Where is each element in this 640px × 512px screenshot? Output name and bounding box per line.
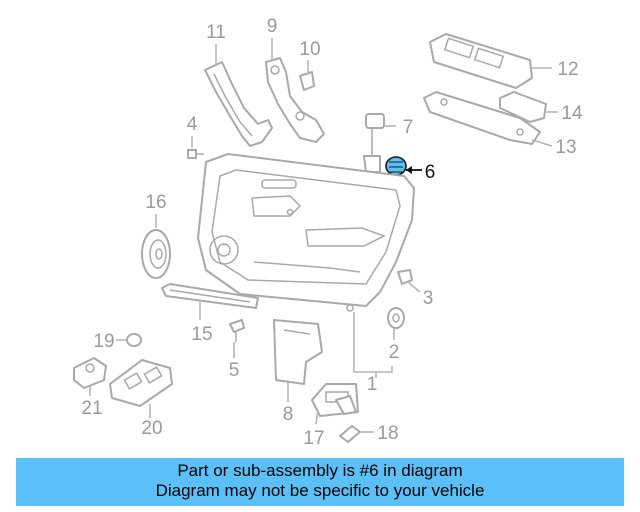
callout-15: 15 xyxy=(191,324,212,345)
part-3-clip xyxy=(397,269,413,285)
callout-4: 4 xyxy=(187,114,198,135)
callout-19: 19 xyxy=(93,331,114,352)
banner-line-disclaimer: Diagram may not be specific to your vehi… xyxy=(155,481,485,500)
callout-11: 11 xyxy=(206,22,226,43)
callout-10: 10 xyxy=(299,39,320,60)
part-7-lock-rod xyxy=(363,113,385,173)
door-trim-panel xyxy=(197,153,415,312)
info-banner: Part or sub-assembly is #6 in diagram Di… xyxy=(16,458,624,506)
part-12-switch-panel xyxy=(429,33,533,89)
callout-3: 3 xyxy=(423,288,434,309)
part-8-cover xyxy=(273,319,323,385)
callout-6: 6 xyxy=(425,162,436,183)
callout-21: 21 xyxy=(81,398,102,419)
part-4-screw xyxy=(187,149,204,159)
part-16-speaker xyxy=(141,229,171,279)
callout-2: 2 xyxy=(389,342,400,363)
callout-7: 7 xyxy=(403,117,414,138)
callout-17: 17 xyxy=(303,428,324,449)
part-15-weatherstrip xyxy=(161,283,259,309)
part-2-grommet xyxy=(387,307,405,329)
callout-20: 20 xyxy=(141,418,162,439)
callout-13: 13 xyxy=(555,137,576,158)
part-9-handle-bezel xyxy=(265,57,325,143)
part-19-clip xyxy=(126,333,142,347)
callout-8: 8 xyxy=(283,404,294,425)
callout-5: 5 xyxy=(229,360,240,381)
part-10-clip xyxy=(299,71,315,91)
part-14-switch xyxy=(499,91,547,123)
part-20-switch-assembly xyxy=(109,359,173,407)
part-6-highlighted xyxy=(385,156,407,176)
callout-12: 12 xyxy=(557,59,578,80)
part-21-switch xyxy=(73,357,107,389)
part-17-handle-housing xyxy=(311,383,359,417)
banner-line-part: Part or sub-assembly is #6 in diagram xyxy=(177,461,463,480)
callout-16: 16 xyxy=(145,192,166,213)
parts-diagram: 1 2 3 4 5 6 7 8 9 10 11 12 13 14 15 16 1… xyxy=(73,16,583,449)
part-11-pull-handle xyxy=(204,61,273,147)
callout-9: 9 xyxy=(267,16,278,37)
callout-18: 18 xyxy=(377,423,398,444)
callout-14: 14 xyxy=(561,103,583,124)
part-18-bulb xyxy=(339,425,361,443)
part-13-switch-bracket xyxy=(423,91,541,145)
part-5-screw xyxy=(229,319,245,342)
callout-1: 1 xyxy=(367,374,378,395)
